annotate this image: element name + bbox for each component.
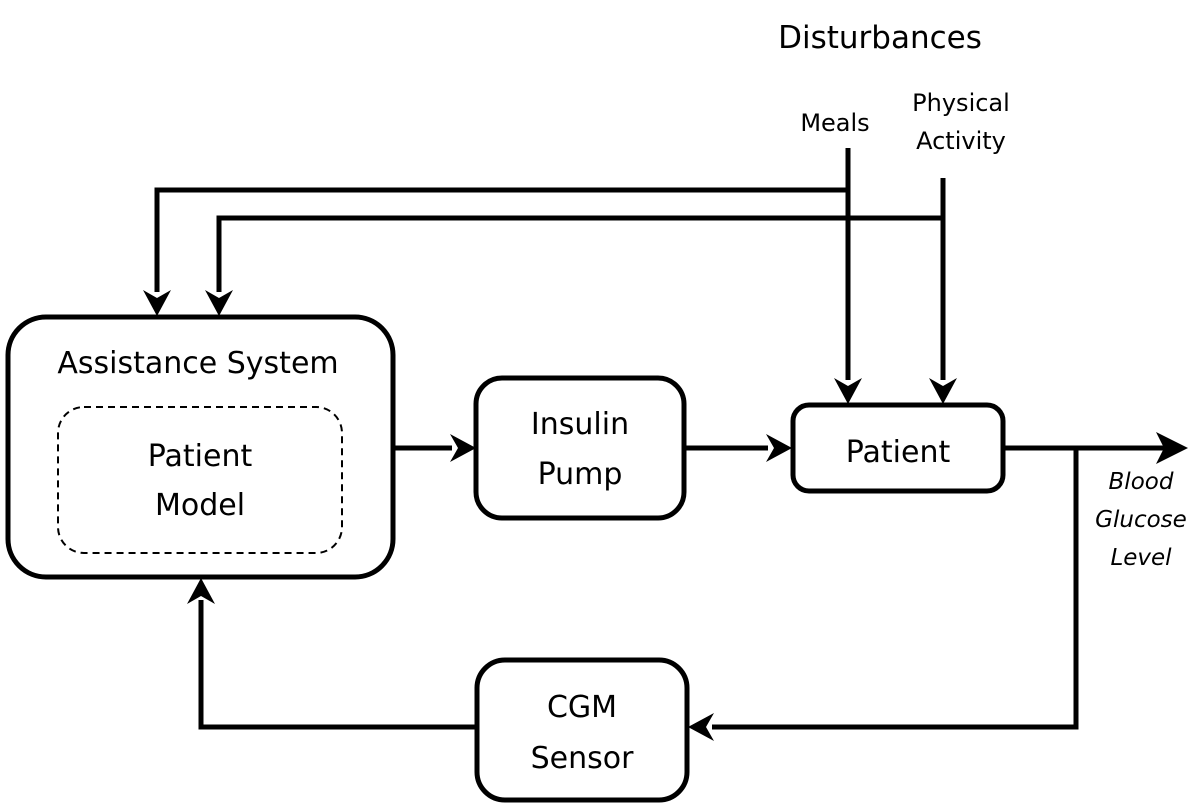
feedback-to-cgm-wire <box>712 448 1079 730</box>
patient-label: Patient <box>846 435 951 470</box>
insulin-pump-block[interactable]: Insulin Pump <box>473 375 687 521</box>
patient-model-label-line1: Patient <box>148 439 253 474</box>
patient-box[interactable] <box>790 402 1006 494</box>
arrowhead-meals-assistance <box>143 290 171 316</box>
output-label-line1: Blood <box>1109 469 1174 495</box>
cgm-to-assistance-wire <box>198 600 477 730</box>
physical-activity-label-line2: Activity <box>916 127 1006 155</box>
assistance-system-title: Assistance System <box>57 346 338 381</box>
meals-label: Meals <box>800 109 869 137</box>
activity-to-assistance-wire <box>216 215 943 292</box>
arrowhead-activity-assistance <box>205 290 233 316</box>
arrowhead-output <box>1156 432 1188 464</box>
meals-wires <box>154 148 851 380</box>
patient-model-label-line2: Model <box>155 488 245 523</box>
arrowhead-cgm-input <box>688 713 714 741</box>
cgm-sensor-label-line1: CGM <box>547 690 617 725</box>
assistance-system-box[interactable] <box>5 314 396 580</box>
insulin-pump-label-line2: Pump <box>538 457 623 492</box>
insulin-pump-label-line1: Insulin <box>531 407 629 442</box>
arrowhead-meals-patient <box>834 378 862 404</box>
output-label-line3: Level <box>1110 545 1172 571</box>
patient-model-block[interactable]: Patient Model <box>57 406 343 554</box>
disturbances-title: Disturbances <box>778 20 982 56</box>
insulin-pump-box[interactable] <box>473 375 687 521</box>
physical-activity-label-line1: Physical <box>912 89 1010 117</box>
arrowhead-activity-patient <box>929 378 957 404</box>
output-label-line2: Glucose <box>1095 507 1187 533</box>
patient-model-box[interactable] <box>57 406 343 554</box>
cgm-sensor-box[interactable] <box>474 657 690 803</box>
arrowhead-assistance-feedback <box>187 578 215 604</box>
activity-wires <box>216 178 946 380</box>
patient-block[interactable]: Patient <box>790 402 1006 494</box>
assistance-system-block[interactable]: Assistance System Patient Model <box>5 314 396 580</box>
arrowhead-pump-input <box>450 434 476 462</box>
cgm-sensor-label-line2: Sensor <box>531 741 634 776</box>
meals-to-assistance-wire <box>154 187 848 292</box>
arrowhead-patient-input <box>766 434 792 462</box>
cgm-sensor-block[interactable]: CGM Sensor <box>474 657 690 803</box>
